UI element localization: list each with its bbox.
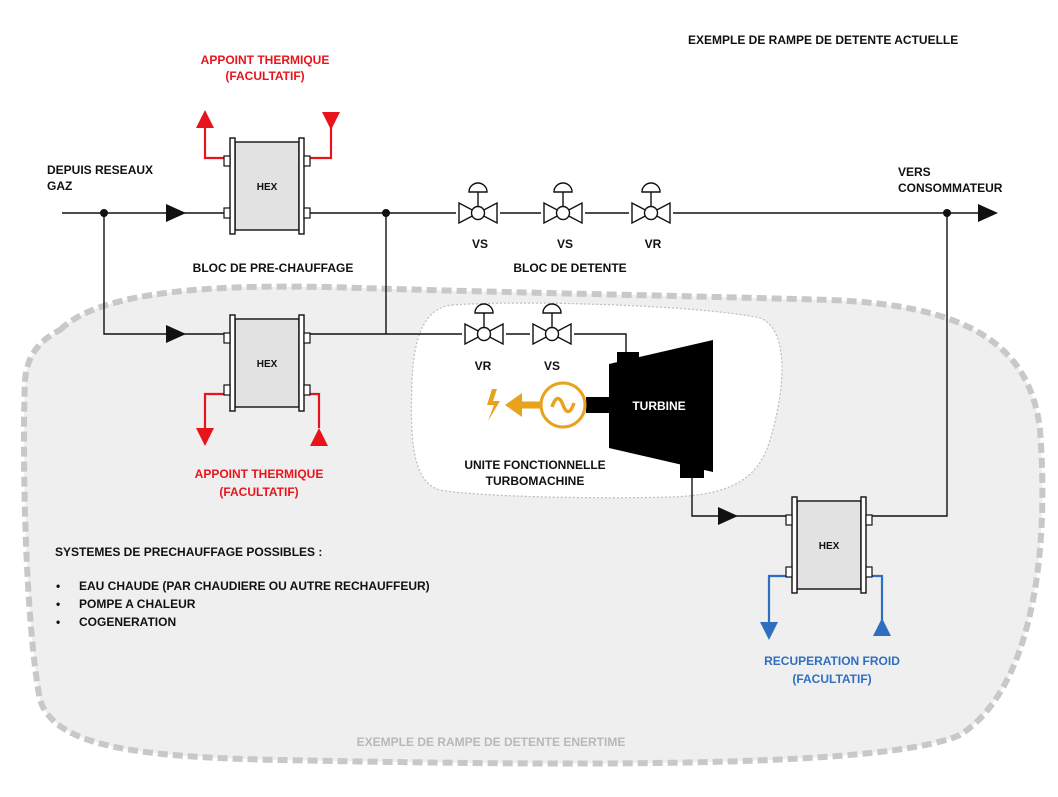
- gas-pipes: [62, 212, 982, 517]
- valve-top-2: VS: [543, 182, 583, 251]
- title-current: EXEMPLE DE RAMPE DE DETENTE ACTUELLE: [688, 33, 958, 47]
- cold-outlet-arrow-icon: [760, 622, 778, 640]
- outlet-label-line2: CONSOMMATEUR: [898, 181, 1003, 195]
- hot-loop-top: [203, 124, 333, 160]
- appoint-top-line2: (FACULTATIF): [225, 69, 304, 83]
- valve-bottom-1: VR: [464, 303, 504, 373]
- recuperation-line1: RECUPERATION FROID: [764, 654, 900, 668]
- systems-item: EAU CHAUDE (PAR CHAUDIERE OU AUTRE RECHA…: [79, 579, 430, 593]
- generator: [487, 381, 587, 429]
- hex-mid: HEX: [223, 314, 311, 412]
- power-arrow-icon: [505, 393, 522, 417]
- appoint-bottom-line2: (FACULTATIF): [219, 485, 298, 499]
- hex-right-label: HEX: [819, 541, 840, 552]
- systems-heading: SYSTEMES DE PRECHAUFFAGE POSSIBLES :: [55, 545, 322, 559]
- valve-label: VS: [557, 237, 573, 251]
- outlet-arrow-icon: [978, 204, 998, 222]
- systems-item: COGENERATION: [79, 615, 176, 629]
- systems-bullet: •: [56, 615, 60, 629]
- inlet-label-line1: DEPUIS RESEAUX: [47, 163, 153, 177]
- valve-label: VR: [645, 237, 662, 251]
- valve-label: VR: [475, 359, 492, 373]
- systems-bullet: •: [56, 579, 60, 593]
- appoint-bottom-line1: APPOINT THERMIQUE: [195, 467, 324, 481]
- flow-arrow-icon: [718, 507, 738, 525]
- outlet-label-line1: VERS: [898, 165, 931, 179]
- hot-inlet-arrow-icon: [322, 112, 340, 130]
- systems-bullet: •: [56, 597, 60, 611]
- unite-label-line1: UNITE FONCTIONNELLE: [464, 458, 605, 472]
- flow-arrow-icon: [166, 204, 186, 222]
- valve-top-3: VR: [631, 182, 671, 251]
- valve-label: VS: [544, 359, 560, 373]
- flow-arrows: [166, 204, 998, 525]
- bloc-prechauffage-label: BLOC DE PRE-CHAUFFAGE: [193, 261, 354, 275]
- hot-outlet-arrow-icon: [196, 110, 214, 128]
- unite-label-line2: TURBOMACHINE: [486, 474, 585, 488]
- turbine: TURBINE: [586, 340, 713, 478]
- valve-top-1: VS: [458, 182, 498, 251]
- flow-arrow-icon: [166, 325, 186, 343]
- cold-inlet-arrow-icon: [873, 618, 891, 636]
- title-enertime: EXEMPLE DE RAMPE DE DETENTE ENERTIME: [357, 735, 626, 749]
- valve-label: VS: [472, 237, 488, 251]
- systems-item: POMPE A CHALEUR: [79, 597, 196, 611]
- lightning-bolt-icon: [487, 389, 500, 421]
- bloc-detente-label: BLOC DE DETENTE: [513, 261, 626, 275]
- junction-dots: [100, 209, 951, 217]
- hex-mid-label: HEX: [257, 359, 278, 370]
- hot-outlet-arrow-icon: [196, 428, 214, 446]
- appoint-top-line1: APPOINT THERMIQUE: [201, 53, 330, 67]
- hex-top-label: HEX: [257, 182, 278, 193]
- recuperation-line2: (FACULTATIF): [792, 672, 871, 686]
- inlet-label-line2: GAZ: [47, 179, 72, 193]
- valve-bottom-2: VS: [532, 303, 572, 373]
- hex-right: HEX: [785, 496, 873, 594]
- hex-top: HEX: [223, 137, 311, 235]
- turbine-label: TURBINE: [632, 399, 685, 413]
- hot-inlet-arrow-icon: [310, 428, 328, 446]
